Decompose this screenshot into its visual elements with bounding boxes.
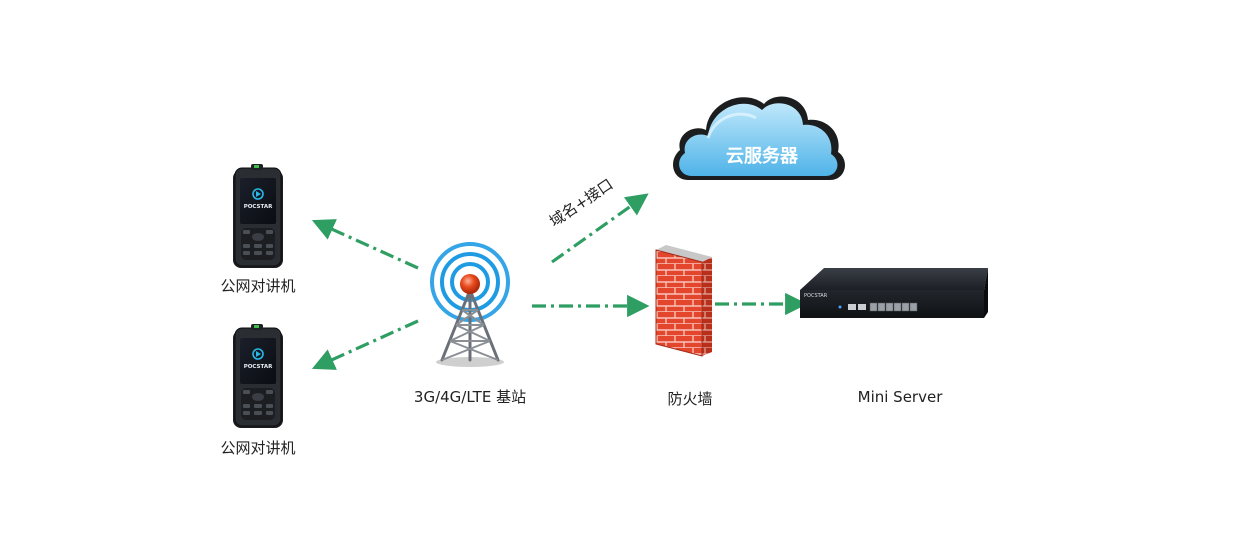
ethernet-ports [848,302,918,312]
tower-label: 3G/4G/LTE 基站 [413,388,527,406]
pocstar-logo-icon [252,188,264,200]
radio-device-bottom: POCSTAR [233,324,283,428]
radio-top-label: 公网对讲机 [220,277,296,295]
pocstar-logo-icon [252,348,264,360]
server-label: Mini Server [857,388,943,406]
arrow-tower-to-radio-bottom [311,319,419,370]
radio-bottom-label: 公网对讲机 [220,439,296,457]
radio-device-top: POCSTAR [233,164,283,268]
firewall-icon [655,245,712,357]
server-brand: POCSTAR [804,293,828,299]
radio-top-brand: POCSTAR [244,204,273,210]
cell-tower-icon [430,242,510,367]
arrow-tower-to-radio-top [311,219,419,270]
cloud-label: 云服务器 [726,146,798,167]
cloud-server-icon [673,96,845,180]
mini-server-device: POCSTAR [800,268,988,318]
arrow-tower-to-cloud [551,193,649,264]
radio-bottom-brand: POCSTAR [244,364,273,370]
firewall-label: 防火墙 [667,390,713,408]
